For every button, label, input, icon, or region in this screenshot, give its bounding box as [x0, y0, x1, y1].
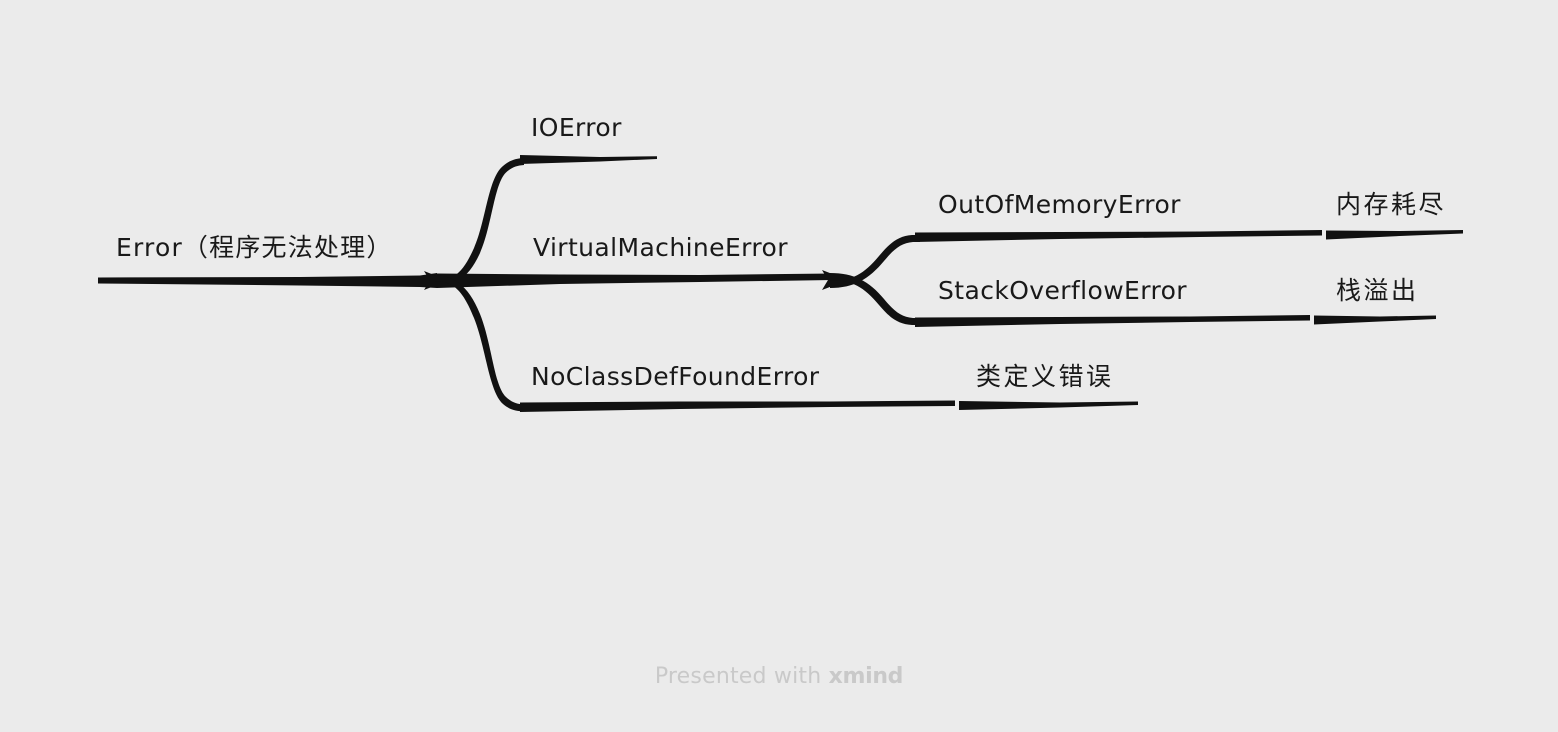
- root-junction: [424, 271, 448, 290]
- ioerror-underline: [520, 155, 657, 164]
- watermark-prefix: Presented with: [654, 664, 829, 689]
- branch-to-ioerror: [433, 158, 524, 287]
- node-class-definition-error[interactable]: 类定义错误: [976, 362, 1114, 391]
- node-virtualmachineerror[interactable]: VirtualMachineError: [533, 233, 788, 262]
- node-outofmemoryerror[interactable]: OutOfMemoryError: [938, 190, 1181, 219]
- noclassdeffounderror-underline: [520, 400, 955, 412]
- node-noclassdeffounderror[interactable]: NoClassDefFoundError: [531, 362, 820, 391]
- branch-to-stackoverflowerror: [830, 273, 920, 325]
- vme-junction: [822, 270, 848, 290]
- outofmemoryerror-underline: [915, 230, 1322, 242]
- node-stackoverflowerror[interactable]: StackOverflowError: [938, 276, 1187, 305]
- branch-to-noclassdeffounderror: [433, 275, 524, 412]
- xmind-watermark: Presented with xmind: [0, 664, 1558, 689]
- branch-to-outofmemoryerror: [830, 235, 920, 288]
- watermark-brand: xmind: [828, 664, 904, 689]
- class-definition-error-underline: [959, 401, 1138, 410]
- root-underline: [98, 273, 437, 288]
- node-ioerror[interactable]: IOError: [531, 113, 622, 142]
- vme-underline: [437, 273, 833, 288]
- stack-overflow-underline: [1314, 315, 1436, 325]
- node-stack-overflow[interactable]: 栈溢出: [1336, 276, 1419, 305]
- memory-exhausted-underline: [1326, 230, 1463, 240]
- node-memory-exhausted[interactable]: 内存耗尽: [1336, 190, 1447, 219]
- node-root-error[interactable]: Error（程序无法处理）: [116, 233, 393, 262]
- stackoverflowerror-underline: [915, 315, 1310, 327]
